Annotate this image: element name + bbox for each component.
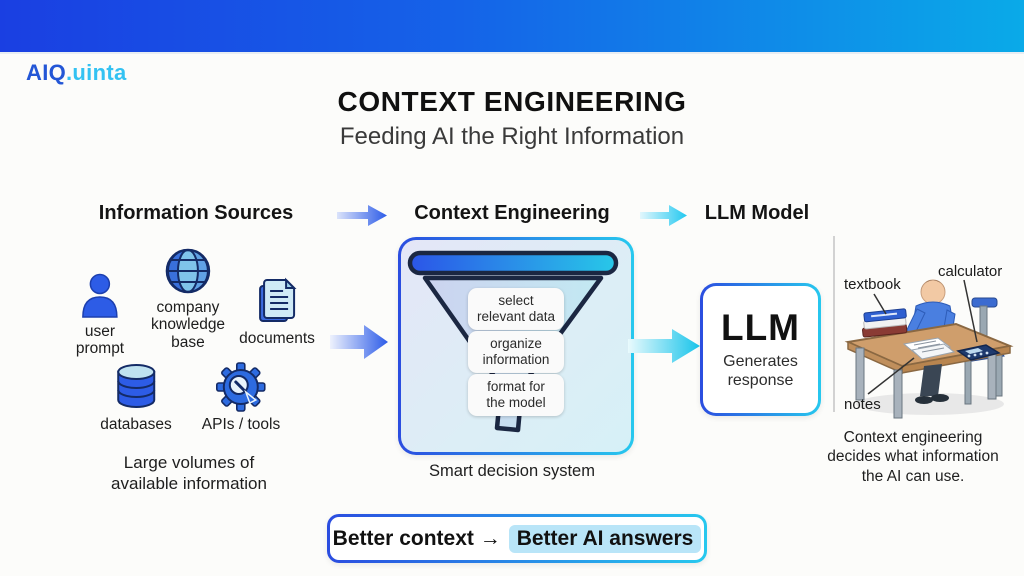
llm-subtitle: Generates response [723, 352, 798, 389]
page-subtitle: Feeding AI the Right Information [339, 123, 685, 150]
funnel-step-organize: organize information [468, 331, 564, 373]
arrow-right-icon [628, 329, 700, 363]
llm-box: LLM Generates response [700, 283, 821, 416]
source-databases: databases [100, 362, 172, 433]
top-gradient-bar [0, 0, 1024, 54]
footer-highlight-text: Better AI answers [508, 524, 702, 553]
source-documents: documents [239, 276, 315, 347]
funnel-caption: Smart decision system [429, 462, 595, 480]
source-knowledge-base: company knowledge base [151, 247, 225, 351]
sources-caption: Large volumes of available information [111, 453, 267, 494]
page-title: CONTEXT ENGINEERING [337, 86, 687, 117]
funnel-step-select: select relevant data [468, 288, 564, 330]
source-label: documents [239, 330, 315, 347]
footer-banner: Better context → Better AI answers [327, 514, 707, 563]
source-label: user prompt [75, 323, 125, 358]
illustration-label-calculator: calculator [938, 263, 1003, 280]
globe-icon [165, 248, 211, 294]
brand-part2: .uinta [66, 60, 127, 85]
arrow-right-icon [337, 205, 387, 226]
source-user-prompt: user prompt [76, 271, 124, 358]
database-icon [117, 364, 155, 408]
documents-icon [258, 277, 297, 322]
context-engineering-panel: select relevant data organize informatio… [398, 237, 634, 455]
illustration-label-notes: notes [844, 396, 881, 413]
vertical-divider [833, 236, 835, 412]
funnel-step-format: format for the model [468, 374, 564, 416]
llm-column-caption: Context engineering decides what informa… [827, 429, 999, 485]
engineering-heading: Context Engineering [414, 202, 610, 224]
source-label: company knowledge base [150, 299, 226, 351]
student-at-desk-icon [844, 279, 1014, 419]
illustration-label-textbook: textbook [844, 276, 901, 293]
footer-plain-text: Better context → [332, 526, 501, 550]
gear-tools-icon [216, 362, 266, 412]
llm-title: LLM [720, 306, 801, 348]
source-label: databases [100, 416, 172, 433]
sources-heading: Information Sources [98, 202, 294, 224]
brand-logo: AIQ.uinta [26, 60, 126, 86]
brand-part1: AIQ [26, 60, 67, 85]
source-apis-tools: APIs / tools [202, 362, 280, 433]
llm-heading: LLM Model [704, 202, 810, 224]
arrow-right-icon [640, 205, 687, 226]
arrow-right-icon [330, 325, 388, 359]
source-label: APIs / tools [201, 416, 281, 433]
user-icon [82, 273, 118, 318]
desk-illustration: textbook calculator notes [838, 254, 1016, 422]
